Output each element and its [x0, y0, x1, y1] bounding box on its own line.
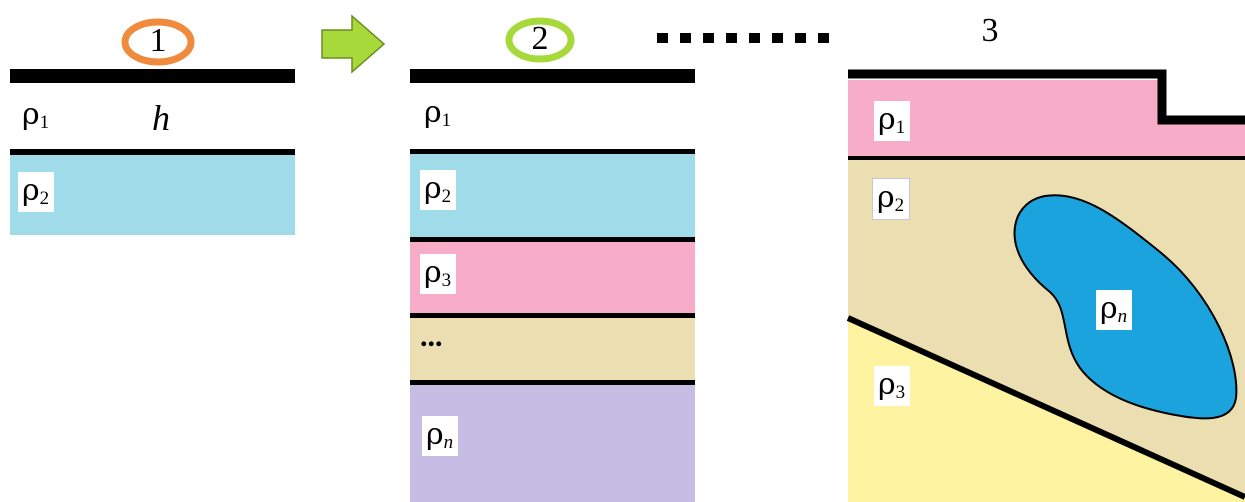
- panel-2-layer-1-label: ρ1: [420, 94, 457, 134]
- panel-3-layer-3-label: ρ3: [874, 366, 911, 406]
- panel-1-layer-2-label: ρ2: [18, 172, 55, 212]
- panel-2-top-boundary: [410, 69, 695, 83]
- panel-3-number: 3: [981, 12, 999, 49]
- panel-2-layer-5-label: ρn: [422, 416, 459, 456]
- panel-3-top-boundary: [848, 69, 1245, 125]
- panel-1-top-boundary: [10, 69, 295, 83]
- panel-2-boundary-1: [410, 149, 695, 154]
- panel-1-number-circle: [121, 18, 195, 66]
- panel-3-layer-2-label: ρ2: [872, 178, 911, 220]
- panel-2-number: 2: [531, 20, 549, 57]
- panel-2-layer-4: [410, 315, 695, 383]
- panel-2-boundary-4: [410, 380, 695, 385]
- panel-2-number-circle: [505, 17, 575, 63]
- panel-2-layer-3: [410, 239, 695, 315]
- panel-2-layer-2: [410, 149, 695, 239]
- panel-3-anomaly-label: ρn: [1096, 290, 1133, 330]
- panel-1-boundary-1: [10, 149, 295, 155]
- panel-2-layer-3-label: ρ3: [420, 254, 457, 294]
- panel-3-inclined-boundary: [846, 315, 1245, 500]
- right-arrow-icon: [321, 14, 386, 74]
- panel-2-layer-4-label: ...: [420, 320, 443, 353]
- panel-3-layer-1-label: ρ1: [874, 101, 911, 141]
- panel-1-layer-2: [10, 155, 295, 235]
- panel-3-layer-1-region: [848, 80, 1245, 158]
- panel-1-number: 1: [149, 22, 167, 59]
- panel-2-layer-2-label: ρ2: [420, 170, 457, 210]
- continuation-dots: [657, 33, 829, 43]
- panel-1-thickness-label: h: [152, 98, 170, 138]
- panel-1-layer-1-label: ρ1: [18, 96, 55, 136]
- panel-2-boundary-2: [410, 237, 695, 242]
- panel-2-boundary-3: [410, 313, 695, 318]
